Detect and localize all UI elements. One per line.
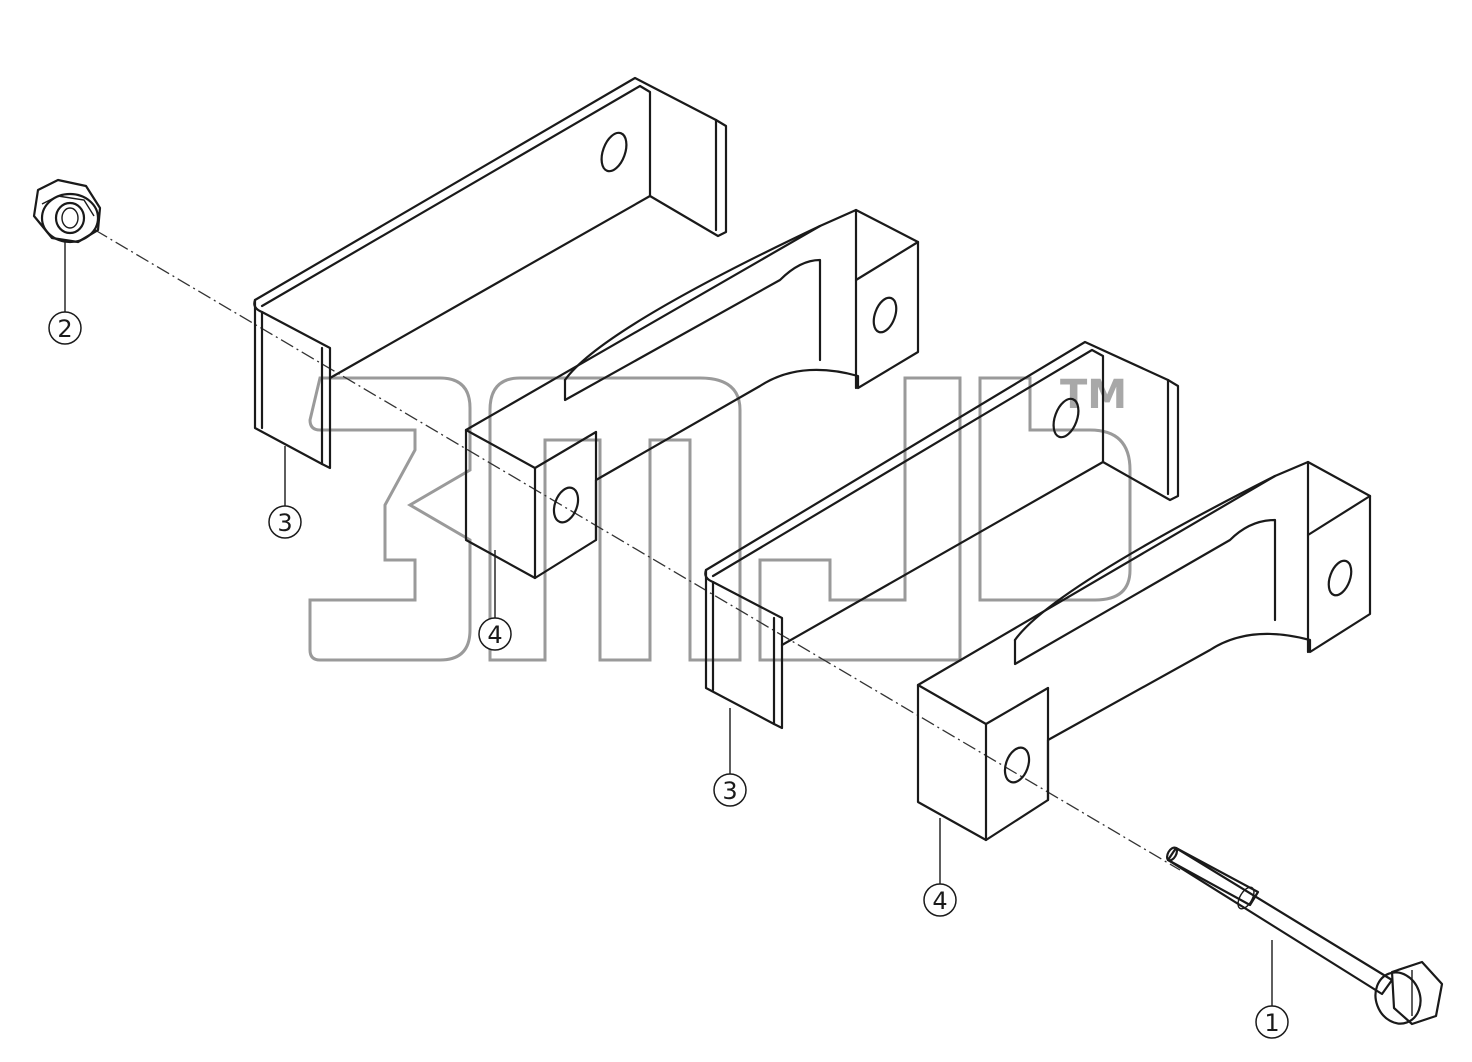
bracket-lower: [704, 340, 1180, 730]
callout-spacer-lower: 4: [923, 883, 957, 917]
watermark-tm: TM: [1060, 372, 1127, 418]
assembly-axis: [94, 229, 1181, 871]
spacer-upper: [464, 208, 920, 580]
callout-bracket-lower: 3: [713, 773, 747, 807]
callout-bracket-lower-label: 3: [722, 777, 737, 805]
callout-bolt: 1: [1255, 1005, 1289, 1039]
callout-spacer-upper: 4: [478, 617, 512, 651]
callout-spacer-upper-label: 4: [487, 621, 502, 649]
callout-nut-label: 2: [57, 315, 72, 343]
bracket-upper: [253, 76, 728, 470]
watermark-logo: TM: [308, 372, 1132, 662]
callout-bracket-upper: 3: [268, 505, 302, 539]
callout-nut: 2: [48, 311, 82, 345]
flange-bolt: [1165, 846, 1444, 1026]
spacer-lower: [916, 460, 1372, 842]
callout-bolt-label: 1: [1264, 1009, 1279, 1037]
flange-nut: [32, 178, 102, 244]
callout-spacer-lower-label: 4: [932, 887, 947, 915]
callout-bracket-upper-label: 3: [277, 509, 292, 537]
